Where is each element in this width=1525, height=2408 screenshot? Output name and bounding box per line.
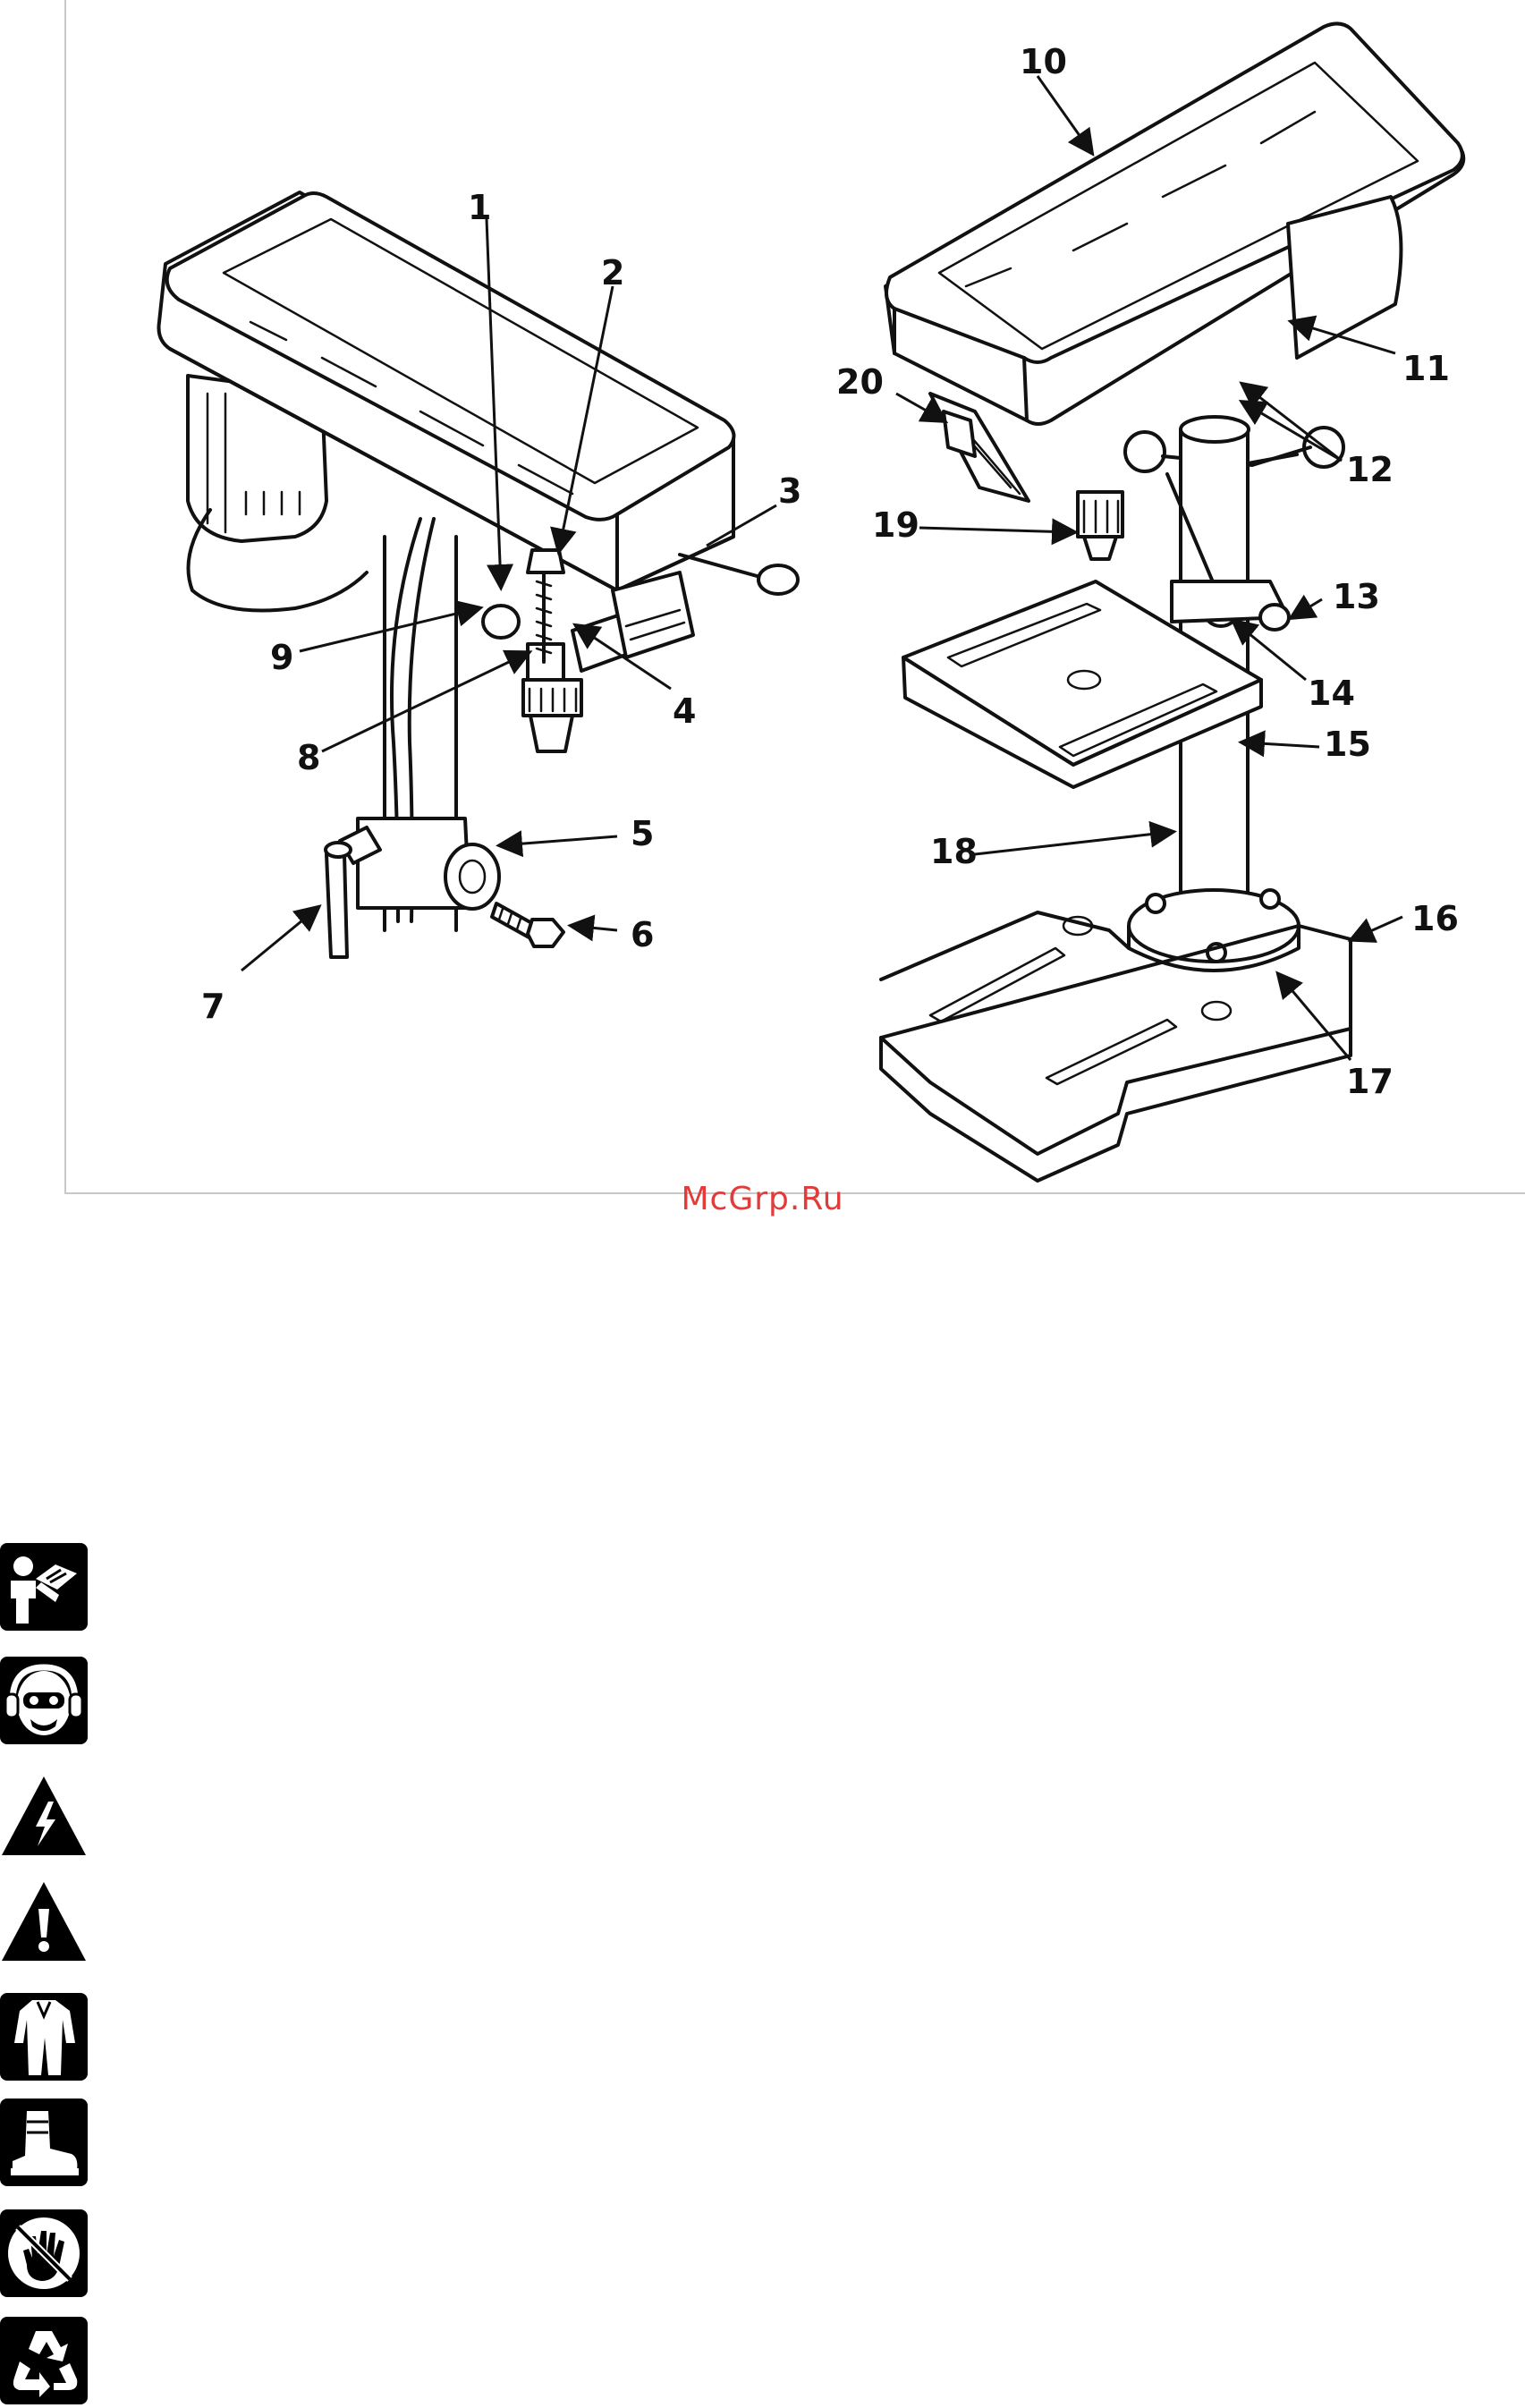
callout-11: 11 <box>1402 349 1450 388</box>
callout-4: 4 <box>673 691 696 731</box>
callout-3: 3 <box>778 471 801 511</box>
callout-20: 20 <box>836 362 884 402</box>
general-warning-icon <box>0 1878 88 1966</box>
callout-9: 9 <box>270 638 293 677</box>
callout-10: 10 <box>1020 42 1067 81</box>
callout-16: 16 <box>1411 899 1459 938</box>
callout-12: 12 <box>1346 450 1394 489</box>
callout-19: 19 <box>872 505 919 545</box>
callout-18: 18 <box>930 832 978 871</box>
callout-7: 7 <box>201 987 225 1026</box>
electric-hazard-icon <box>0 1773 88 1861</box>
recycle-icon <box>0 2317 88 2404</box>
safety-boots-icon <box>0 2099 88 2186</box>
drill-press-diagram: 1 2 3 4 5 6 7 8 9 10 11 12 13 14 15 16 1… <box>0 0 1525 1199</box>
callout-5: 5 <box>631 814 654 853</box>
ear-eye-protection-icon <box>0 1657 88 1744</box>
read-manual-icon <box>0 1543 88 1631</box>
no-gloves-icon <box>0 2209 88 2297</box>
watermark: McGrp.Ru <box>0 1181 1525 1217</box>
callout-1: 1 <box>468 188 491 227</box>
callout-6: 6 <box>631 915 654 954</box>
callout-2: 2 <box>601 253 624 293</box>
callout-14: 14 <box>1308 674 1355 713</box>
callout-17: 17 <box>1346 1062 1394 1101</box>
callout-15: 15 <box>1324 725 1371 764</box>
callout-8: 8 <box>297 738 320 777</box>
protective-clothing-icon <box>0 1993 88 2081</box>
callout-13: 13 <box>1333 577 1380 616</box>
left-drill-head <box>159 192 799 957</box>
